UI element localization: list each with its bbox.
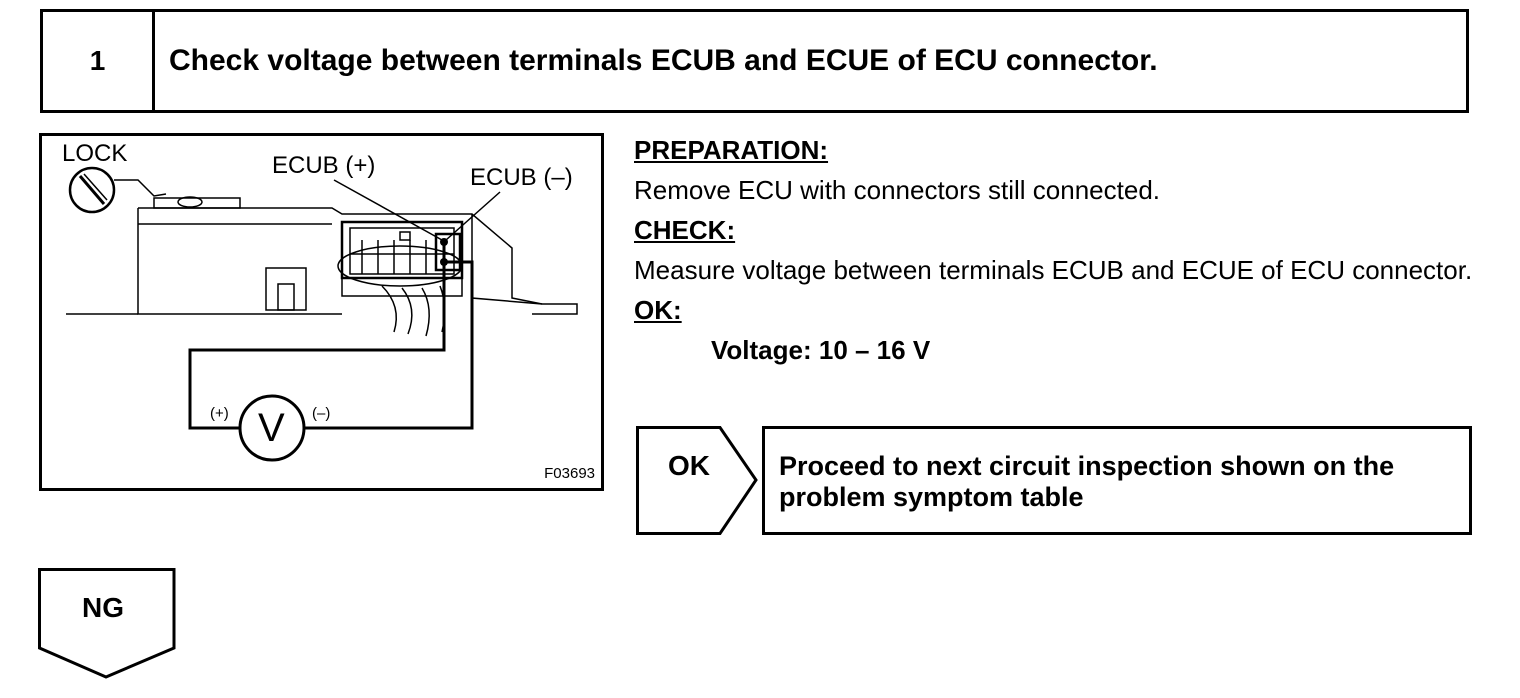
voltmeter-icon <box>238 394 306 462</box>
ecub-minus-label: ECUB (–) <box>470 164 573 191</box>
ok-label: OK <box>668 450 710 481</box>
instructions: PREPARATION: Remove ECU with connectors … <box>634 130 1494 370</box>
ok-spec: Voltage: 10 – 16 V <box>711 335 931 365</box>
preparation-heading: PREPARATION: <box>634 135 829 165</box>
ok-tag: OK <box>636 426 760 535</box>
ok-heading: OK: <box>634 295 682 325</box>
ok-result: Proceed to next circuit inspection shown… <box>762 426 1472 535</box>
check-text: Measure voltage between terminals ECUB a… <box>634 255 1473 285</box>
step-title: Check voltage between terminals ECUB and… <box>169 44 1158 77</box>
meter-symbol: V <box>258 406 285 450</box>
plus-terminal-label: (+) <box>210 405 229 422</box>
check-heading: CHECK: <box>634 215 736 245</box>
figure-code: F03693 <box>544 465 595 482</box>
step-header: 1 Check voltage between terminals ECUB a… <box>40 9 1469 113</box>
ecu-illustration <box>66 166 578 462</box>
step-number: 1 <box>43 12 155 110</box>
ng-arrow-shape <box>38 568 176 679</box>
ng-label: NG <box>82 592 124 623</box>
ng-tag: NG <box>38 568 178 680</box>
ecu-connector-diagram: LOCK ECUB (+) ECUB (–) (+) (–) V F03693 <box>39 133 604 491</box>
lock-knob-icon <box>68 166 116 214</box>
minus-terminal-label: (–) <box>312 405 331 422</box>
preparation-text: Remove ECU with connectors still connect… <box>634 175 1161 205</box>
ok-arrow-shape <box>636 426 758 535</box>
lock-label: LOCK <box>62 140 128 167</box>
ecub-plus-label: ECUB (+) <box>272 152 376 179</box>
